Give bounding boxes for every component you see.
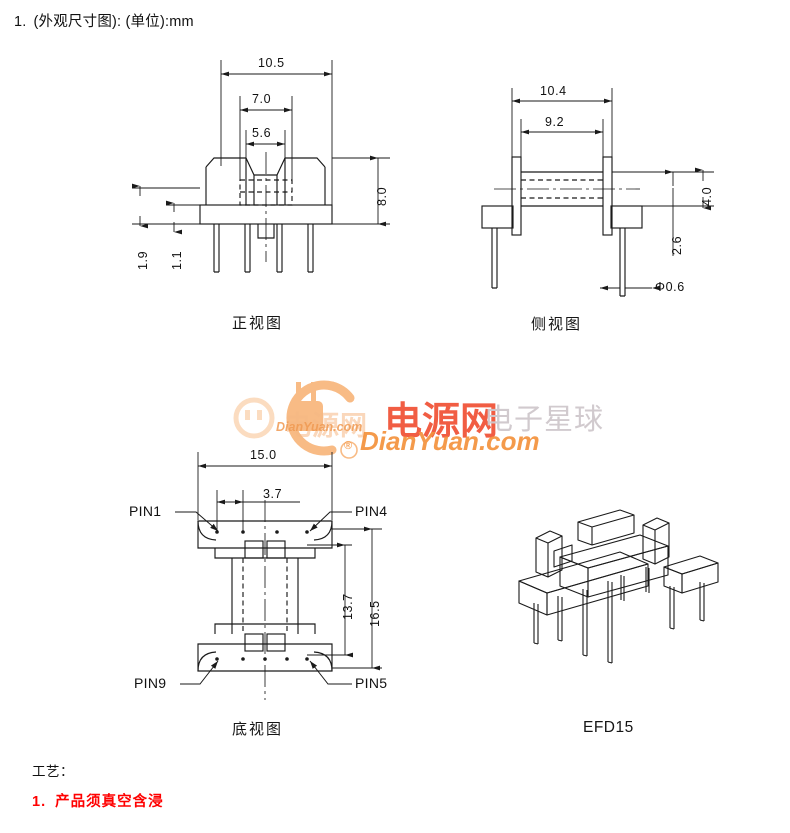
- bottom-view-pin9-label: PIN9: [134, 675, 167, 691]
- bottom-view-geometry: [197, 500, 333, 700]
- bottom-dim-16-5: 16.5: [368, 600, 382, 627]
- process-note-number: 1.: [32, 794, 47, 810]
- side-view-geometry: [481, 156, 643, 297]
- process-note-item: 1. 产品须真空含浸: [32, 790, 164, 811]
- front-view-dimensions: [131, 60, 390, 235]
- bottom-dim-13-7: 13.7: [341, 593, 355, 620]
- isometric-pins-rear: [620, 567, 650, 601]
- bottom-view-pin5-label: PIN5: [355, 675, 388, 691]
- front-dim-10-5: 10.5: [258, 56, 285, 70]
- page-title-number: 1.: [14, 14, 27, 30]
- isometric-view-geometry: [518, 509, 719, 664]
- front-dim-1-1: 1.1: [170, 250, 184, 270]
- front-view-caption: 正视图: [232, 315, 284, 332]
- process-notes-title: 工艺：: [32, 764, 74, 779]
- bottom-dim-15-0: 15.0: [250, 448, 277, 462]
- page-title-text: (外观尺寸图): (单位):mm: [33, 14, 194, 30]
- side-dim-10-4: 10.4: [540, 84, 567, 98]
- side-dim-9-2: 9.2: [545, 115, 565, 129]
- isometric-pins-right: [669, 582, 705, 630]
- side-dim-2-6: 2.6: [670, 235, 684, 255]
- front-dim-8-0: 8.0: [375, 186, 389, 206]
- front-view-pins: [213, 224, 314, 273]
- bottom-view-caption: 底视图: [232, 721, 284, 738]
- bottom-view-pin4-label: PIN4: [355, 503, 388, 519]
- bottom-view-pin1-label: PIN1: [129, 503, 162, 519]
- front-view-geometry: [199, 152, 333, 273]
- iso-view-caption: EFD15: [583, 719, 634, 736]
- side-view-caption: 侧视图: [531, 316, 583, 333]
- isometric-pins-front: [533, 581, 613, 664]
- front-dim-1-9: 1.9: [136, 250, 150, 270]
- front-dim-5-6: 5.6: [252, 126, 272, 140]
- process-note-text: 产品须真空含浸: [55, 794, 164, 810]
- front-dim-7-0: 7.0: [252, 92, 272, 106]
- bottom-view-pin-leaders: [175, 511, 352, 685]
- page-title: 1. (外观尺寸图): (单位):mm: [14, 10, 194, 31]
- side-dim-4-0: 4.0: [700, 186, 714, 206]
- side-dim-pin-diameter: Φ0.6: [655, 280, 685, 294]
- bottom-dim-3-7: 3.7: [263, 487, 283, 501]
- bottom-view-dimensions: [197, 452, 382, 671]
- side-view-dimensions: [511, 88, 714, 296]
